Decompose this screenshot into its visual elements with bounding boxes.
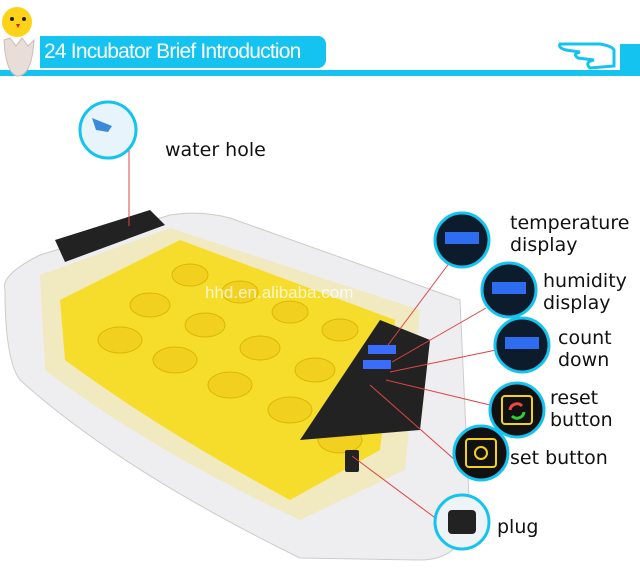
label-line: reset bbox=[550, 387, 599, 409]
chick-in-egg-icon bbox=[2, 7, 35, 77]
top-control-strip bbox=[55, 210, 165, 262]
label-plug: plug bbox=[497, 516, 539, 538]
leader-lines bbox=[128, 148, 497, 521]
header-rule bbox=[0, 70, 640, 76]
label-set-button: set button bbox=[510, 447, 608, 469]
page-title: 24 Incubator Brief Introduction bbox=[40, 36, 326, 68]
reset-button-detail-icon bbox=[488, 381, 546, 439]
label-line: display bbox=[543, 292, 611, 314]
label-line: down bbox=[558, 349, 610, 371]
plug-socket bbox=[345, 450, 359, 472]
control-panel bbox=[300, 320, 430, 440]
label-line: humidity bbox=[543, 270, 627, 292]
pointing-hand-icon bbox=[558, 42, 640, 70]
watermark: hhd.en.alibaba.com bbox=[205, 283, 354, 302]
set-button-detail-icon bbox=[452, 424, 510, 482]
incubator-image bbox=[3, 210, 471, 561]
label-line: count bbox=[558, 327, 612, 349]
label-water-hole: water hole bbox=[165, 139, 266, 161]
label-line: temperature bbox=[510, 212, 630, 234]
label-line: button bbox=[550, 409, 613, 431]
label-line: display bbox=[510, 234, 578, 256]
